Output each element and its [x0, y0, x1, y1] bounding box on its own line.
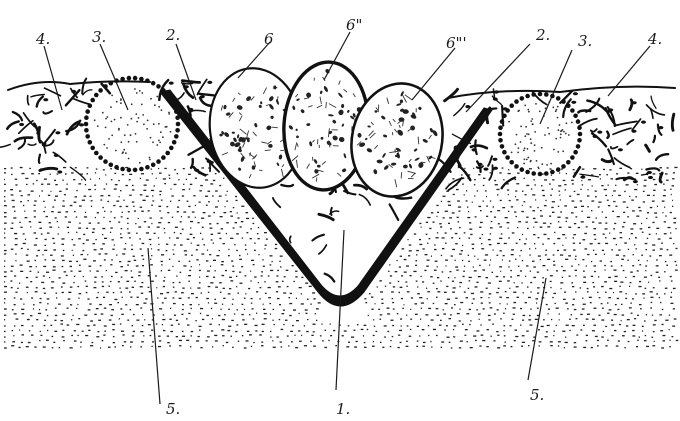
label-6-double-prime: 6"	[346, 16, 362, 34]
label-2-right: 2.	[535, 26, 550, 44]
left-dotted-circle	[84, 76, 181, 172]
label-3-right: 3.	[578, 32, 592, 50]
label-3-left: 3.	[92, 28, 106, 46]
label-1: 1.	[336, 400, 350, 418]
label-4-left: 4.	[35, 30, 50, 48]
label-5-left: 5.	[166, 400, 180, 418]
label-2-left: 2.	[165, 26, 180, 44]
right-dotted-circle	[498, 92, 583, 177]
label-5-right: 5.	[530, 386, 544, 404]
label-6: 6	[264, 30, 274, 48]
label-4-right: 4.	[647, 30, 662, 48]
label-6-triple-prime: 6"'	[446, 34, 467, 52]
lower-tissue-stipple	[4, 167, 678, 349]
